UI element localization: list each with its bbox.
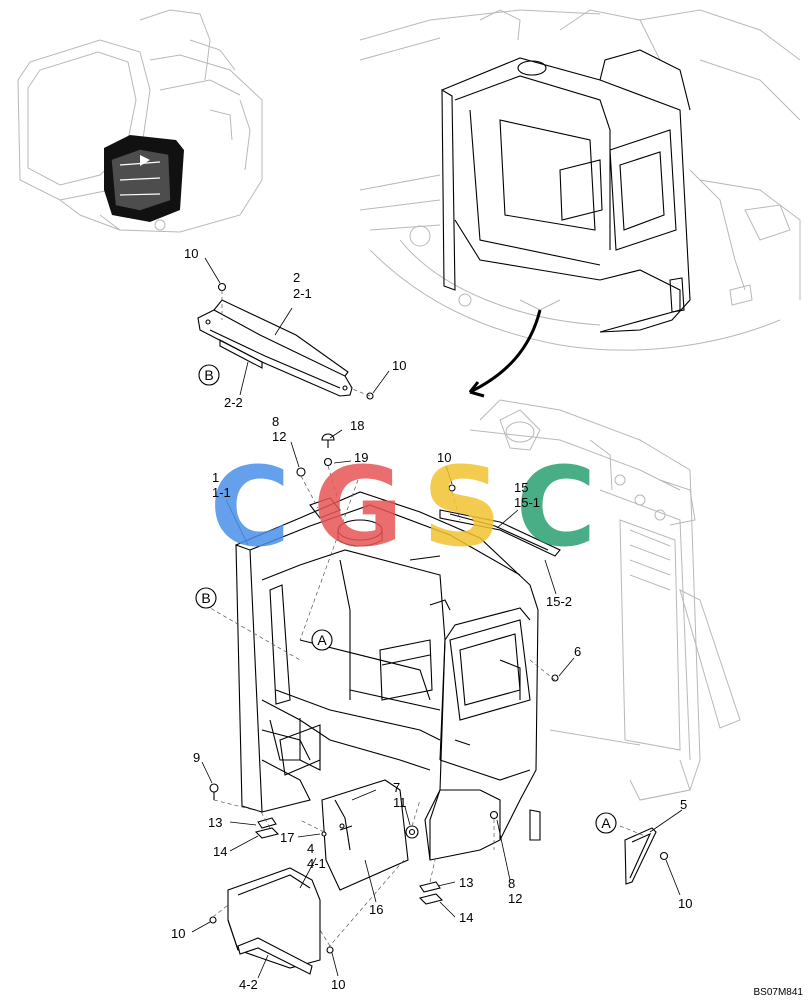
leader-lines <box>191 257 683 979</box>
callout-10: 10 <box>171 926 185 941</box>
callout-13: 13 <box>208 815 222 830</box>
ref-mark-a-right: A <box>601 815 611 831</box>
part-2-plate <box>197 299 353 397</box>
callout-16: 16 <box>369 902 383 917</box>
callout-14: 14 <box>213 844 227 859</box>
watermark-letter-1: C <box>210 443 291 571</box>
callout-13: 13 <box>459 875 473 890</box>
ref-mark-b-mid: B <box>201 590 210 606</box>
callout-15: 15 <box>514 480 528 495</box>
callout-6: 6 <box>574 644 581 659</box>
callout-10: 10 <box>331 977 345 992</box>
callout-7: 7 <box>393 780 400 795</box>
callout-2: 2 <box>293 270 300 285</box>
alignment-lines <box>204 290 646 949</box>
part-15-bracket <box>439 509 561 557</box>
ref-mark-a-mid: A <box>317 632 327 648</box>
watermark-letter-3: S <box>422 443 501 571</box>
callout-9: 9 <box>193 750 200 765</box>
callout-4-1: 4-1 <box>307 856 326 871</box>
reference-marks: B B A A <box>195 364 617 834</box>
part-4-2-strip <box>237 937 313 975</box>
part-16-cover <box>321 779 409 891</box>
part-1-main-frame <box>235 491 541 861</box>
callout-10: 10 <box>184 246 198 261</box>
watermark: C G S C <box>210 443 597 571</box>
callout-4: 4 <box>307 841 314 856</box>
installed-view-illustration <box>359 9 801 351</box>
callout-8: 8 <box>272 414 279 429</box>
callout-10: 10 <box>437 450 451 465</box>
callout-18: 18 <box>350 418 364 433</box>
machine-overview-thumbnail <box>17 9 263 233</box>
watermark-letter-4: C <box>516 443 597 571</box>
callout-10: 10 <box>392 358 406 373</box>
callout-1: 1 <box>212 470 219 485</box>
callout-14: 14 <box>459 910 473 925</box>
callout-10: 10 <box>678 896 692 911</box>
callout-labels: 10 2 2-1 2-2 10 8 12 18 19 1 1-1 10 15 1… <box>171 246 692 992</box>
callout-8: 8 <box>508 876 515 891</box>
callout-12: 12 <box>272 429 286 444</box>
drawing-code: BS07M841 <box>754 987 804 998</box>
callout-15-2: 15-2 <box>546 594 572 609</box>
view-transition-arrow <box>468 309 542 398</box>
callout-12: 12 <box>508 891 522 906</box>
callout-17: 17 <box>280 830 294 845</box>
ref-mark-b-top: B <box>204 367 213 383</box>
callout-1-1: 1-1 <box>212 485 231 500</box>
watermark-letter-2: G <box>313 443 403 571</box>
callout-4-2: 4-2 <box>239 977 258 992</box>
callout-15-1: 15-1 <box>514 495 540 510</box>
callout-11: 11 <box>393 795 407 810</box>
callout-2-2: 2-2 <box>224 395 243 410</box>
callout-19: 19 <box>354 450 368 465</box>
radiator-assembly-background <box>469 399 741 801</box>
callout-5: 5 <box>680 797 687 812</box>
fasteners <box>209 282 669 954</box>
callout-2-1: 2-1 <box>293 286 312 301</box>
